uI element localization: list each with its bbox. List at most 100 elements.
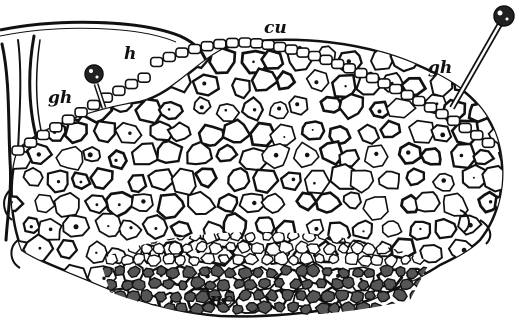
nc-cell: [437, 267, 448, 277]
nc-cell: [393, 289, 407, 301]
cell-nucleus: [200, 105, 204, 109]
cell-nucleus: [507, 301, 509, 303]
epidermal-cell: [482, 138, 494, 147]
label-h: h: [124, 46, 136, 63]
epidermal-cell: [189, 45, 201, 54]
nc-cell: [321, 291, 335, 302]
epidermal-cell: [274, 43, 286, 52]
epidermal-cell: [401, 90, 413, 99]
nc-cell: [288, 302, 299, 312]
epidermal-cell: [262, 40, 274, 49]
nc-cell: [353, 268, 364, 277]
nc-cell: [356, 302, 370, 313]
nc-cell: [440, 279, 454, 291]
cell-nucleus: [313, 182, 316, 185]
parenchyma-cell: [451, 144, 476, 168]
parenchyma-cell: [20, 266, 43, 288]
epidermal-cell: [226, 38, 238, 47]
epidermal-cell: [62, 115, 74, 124]
cell-nucleus: [102, 277, 105, 280]
nc-cell: [272, 232, 284, 243]
cell-nucleus: [374, 152, 378, 156]
parenchyma-cell: [427, 270, 455, 290]
cell-nucleus: [295, 102, 299, 106]
cell-nucleus: [460, 154, 464, 158]
cell-nucleus: [118, 203, 121, 206]
cell-nucleus: [419, 228, 421, 230]
parenchyma-cell: [10, 100, 27, 120]
epidermal-cell: [436, 110, 448, 119]
cell-nucleus: [107, 225, 109, 227]
nc-cell: [114, 291, 127, 303]
parenchyma-cell: [193, 75, 219, 96]
epidermal-cell: [50, 123, 62, 132]
parenchyma-cell: [109, 151, 126, 169]
nc-cell: [384, 279, 396, 290]
nc-cell: [281, 265, 292, 275]
epidermal-cell: [471, 131, 483, 140]
nc-cell: [377, 292, 389, 302]
nc-cell: [175, 255, 185, 265]
cell-nucleus: [513, 107, 516, 110]
cell-nucleus: [314, 227, 318, 231]
parenchyma-cell: [507, 122, 521, 144]
epidermal-cell: [251, 39, 263, 48]
nc-cell: [245, 233, 255, 242]
parenchyma-cell: [262, 50, 283, 68]
parenchyma-cell: [240, 148, 266, 170]
nc-cell: [371, 303, 383, 314]
nc-cell: [364, 268, 374, 277]
nc-cell: [182, 244, 192, 253]
epidermal-cell: [448, 116, 460, 125]
parenchyma-cell: [62, 265, 88, 288]
parenchyma-cell: [240, 194, 264, 213]
parenchyma-cell: [490, 221, 511, 241]
nc-cell: [126, 291, 140, 302]
cell-nucleus: [23, 132, 28, 137]
epidermal-cell: [176, 48, 188, 57]
label-nc: nc: [210, 292, 233, 309]
nc-cell: [427, 302, 440, 315]
nc-cell: [302, 280, 313, 290]
parenchyma-cell: [14, 69, 35, 88]
cell-nucleus: [154, 227, 157, 230]
epidermal-cell: [378, 79, 390, 88]
nc-cell: [153, 243, 164, 254]
nc-cell: [143, 268, 154, 277]
nc-cell: [163, 279, 174, 289]
epidermal-cell: [413, 97, 425, 106]
parenchyma-cell: [505, 70, 521, 92]
nc-cell: [322, 268, 332, 276]
epidermal-cell: [37, 131, 49, 140]
cell-nucleus: [96, 203, 99, 206]
nc-cell: [410, 291, 419, 301]
cell-nucleus: [498, 132, 502, 136]
parenchyma-cell: [421, 149, 440, 165]
parenchyma-cell: [281, 173, 301, 190]
cell-nucleus: [305, 153, 310, 158]
label-gh-right: gh: [428, 60, 452, 77]
epidermal-cell: [126, 80, 138, 89]
parenchyma-cell: [407, 169, 424, 185]
cell-nucleus: [80, 181, 83, 184]
nc-cell: [234, 279, 244, 288]
cell-nucleus: [344, 85, 346, 87]
cell-nucleus: [129, 226, 132, 229]
nc-cell: [163, 254, 174, 264]
nc-cell: [421, 291, 431, 301]
cell-nucleus: [489, 200, 492, 203]
nc-cell: [443, 304, 453, 314]
nc-cell: [365, 291, 375, 299]
nc-cell: [253, 268, 263, 278]
nc-cell: [402, 302, 411, 312]
cell-nucleus: [441, 178, 446, 183]
nc-cell: [414, 279, 426, 289]
nc-cell: [274, 278, 284, 287]
cell-nucleus: [283, 136, 285, 138]
epidermal-cell: [355, 69, 367, 78]
epidermal-cell: [332, 59, 344, 68]
epidermal-cell: [113, 86, 125, 95]
nc-cell: [296, 291, 306, 301]
nc-cell: [147, 305, 157, 313]
